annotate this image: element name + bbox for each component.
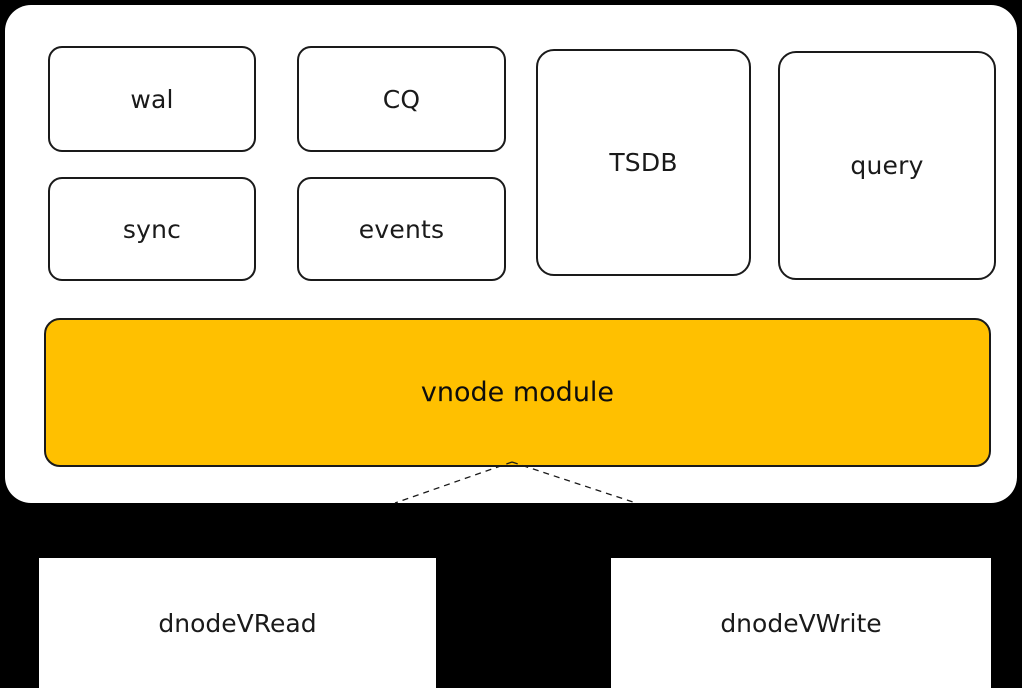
module-label-dnodevread: dnodeVRead — [158, 608, 317, 638]
vnode-container: wal CQ TSDB query sync events vnode modu… — [5, 5, 1017, 503]
module-box-tsdb[interactable]: TSDB — [536, 49, 751, 276]
module-box-sync[interactable]: sync — [48, 177, 256, 281]
module-label-vnode-module: vnode module — [420, 377, 615, 408]
module-label-wal: wal — [130, 84, 174, 114]
module-label-cq: CQ — [382, 84, 421, 114]
module-box-wal[interactable]: wal — [48, 46, 256, 152]
module-box-events[interactable]: events — [297, 177, 506, 281]
module-box-query[interactable]: query — [778, 51, 996, 280]
module-box-cq[interactable]: CQ — [297, 46, 506, 152]
module-box-dnodevread[interactable]: dnodeVRead — [39, 558, 436, 688]
diagram-canvas: wal CQ TSDB query sync events vnode modu… — [5, 5, 1017, 688]
module-box-dnodevwrite[interactable]: dnodeVWrite — [611, 558, 991, 688]
module-label-sync: sync — [122, 214, 182, 244]
module-label-tsdb: TSDB — [609, 148, 678, 177]
module-label-dnodevwrite: dnodeVWrite — [720, 608, 882, 638]
module-box-vnode-module[interactable]: vnode module — [44, 318, 991, 467]
module-label-query: query — [850, 151, 924, 180]
module-label-events: events — [358, 214, 445, 244]
